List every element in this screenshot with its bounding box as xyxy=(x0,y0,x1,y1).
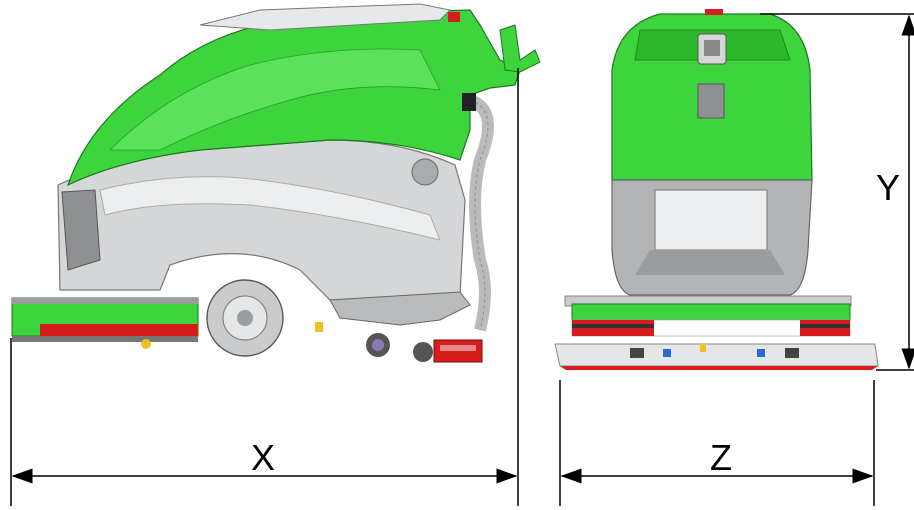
x-dimension-label: X xyxy=(251,437,275,478)
side-view-machine xyxy=(11,3,541,363)
front-view-machine xyxy=(554,9,879,370)
dimension-lines xyxy=(10,13,914,506)
z-dimension-label: Z xyxy=(710,437,732,478)
y-dimension-label: Y xyxy=(876,167,900,208)
